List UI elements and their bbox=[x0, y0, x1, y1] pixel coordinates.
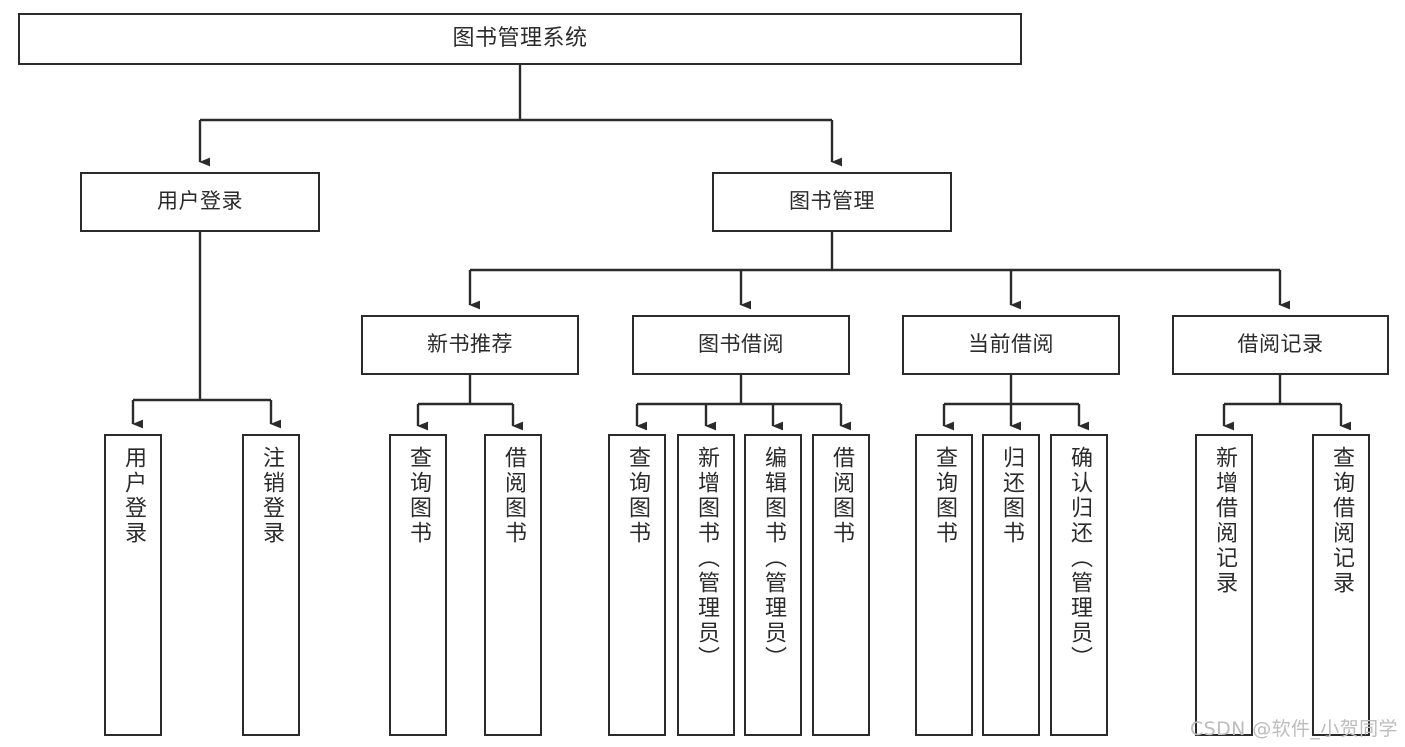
node-leaf-query-record-label: 查询借阅记录 bbox=[1329, 446, 1354, 596]
node-new-book-recommend-label: 新书推荐 bbox=[427, 332, 513, 357]
node-leaf-return-book[interactable]: 归还图书 bbox=[982, 434, 1040, 736]
node-leaf-borrow-book-1[interactable]: 借阅图书 bbox=[484, 434, 542, 736]
node-user-login[interactable]: 用户登录 bbox=[80, 172, 320, 232]
csdn-watermark: CSDN @软件_小贺同学 bbox=[1190, 718, 1398, 740]
node-leaf-user-login[interactable]: 用户登录 bbox=[104, 434, 162, 736]
node-borrow-record-label: 借阅记录 bbox=[1237, 332, 1324, 357]
node-leaf-query-book-3[interactable]: 查询图书 bbox=[915, 434, 973, 736]
node-leaf-add-record-label: 新增借阅记录 bbox=[1212, 446, 1237, 596]
node-leaf-logout-login[interactable]: 注销登录 bbox=[242, 434, 300, 736]
node-leaf-edit-book[interactable]: 编辑图书（管理员） bbox=[744, 434, 802, 736]
node-leaf-borrow-book-2-label: 借阅图书 bbox=[829, 446, 854, 546]
node-leaf-confirm-return-label: 确认归还（管理员） bbox=[1067, 446, 1092, 671]
node-root[interactable]: 图书管理系统 bbox=[18, 13, 1022, 65]
node-leaf-user-login-label: 用户登录 bbox=[121, 446, 146, 546]
node-leaf-add-book[interactable]: 新增图书（管理员） bbox=[677, 434, 735, 736]
node-leaf-query-book-2-label: 查询图书 bbox=[625, 446, 650, 546]
node-leaf-query-book-2[interactable]: 查询图书 bbox=[608, 434, 666, 736]
node-leaf-query-book-1-label: 查询图书 bbox=[406, 446, 431, 546]
node-leaf-query-book-3-label: 查询图书 bbox=[932, 446, 957, 546]
node-current-borrow[interactable]: 当前借阅 bbox=[902, 315, 1120, 375]
node-book-borrow[interactable]: 图书借阅 bbox=[632, 315, 850, 375]
node-borrow-record[interactable]: 借阅记录 bbox=[1172, 315, 1389, 375]
node-book-management[interactable]: 图书管理 bbox=[712, 172, 952, 232]
node-leaf-add-record[interactable]: 新增借阅记录 bbox=[1195, 434, 1253, 736]
node-leaf-edit-book-label: 编辑图书（管理员） bbox=[761, 446, 786, 671]
node-leaf-borrow-book-2[interactable]: 借阅图书 bbox=[812, 434, 870, 736]
node-book-borrow-label: 图书借阅 bbox=[698, 332, 784, 357]
node-leaf-confirm-return[interactable]: 确认归还（管理员） bbox=[1050, 434, 1108, 736]
node-leaf-query-book-1[interactable]: 查询图书 bbox=[389, 434, 447, 736]
node-leaf-logout-login-label: 注销登录 bbox=[259, 446, 284, 546]
node-new-book-recommend[interactable]: 新书推荐 bbox=[361, 315, 579, 375]
node-leaf-return-book-label: 归还图书 bbox=[999, 446, 1024, 546]
node-root-label: 图书管理系统 bbox=[452, 25, 588, 51]
node-leaf-add-book-label: 新增图书（管理员） bbox=[694, 446, 719, 671]
node-leaf-query-record[interactable]: 查询借阅记录 bbox=[1312, 434, 1370, 736]
node-book-management-label: 图书管理 bbox=[789, 189, 875, 214]
node-current-borrow-label: 当前借阅 bbox=[968, 332, 1054, 357]
node-leaf-borrow-book-1-label: 借阅图书 bbox=[501, 446, 526, 546]
node-user-login-label: 用户登录 bbox=[157, 189, 243, 214]
